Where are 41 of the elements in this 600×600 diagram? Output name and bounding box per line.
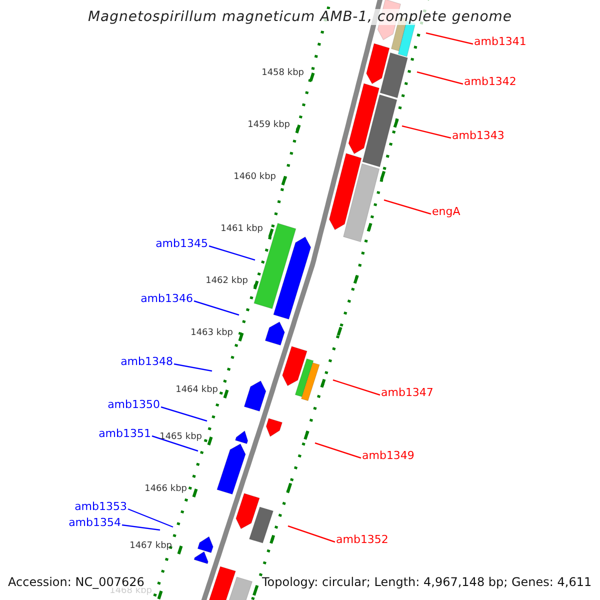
gene-label: amb1354 bbox=[68, 517, 121, 528]
scale-label: 1462 kbp bbox=[206, 276, 248, 286]
leader-line bbox=[402, 125, 452, 139]
scale-label: 1464 kbp bbox=[176, 386, 218, 394]
gene-label: engA bbox=[432, 206, 460, 217]
gene-label: amb1343 bbox=[452, 130, 504, 141]
gene-label: amb1341 bbox=[474, 36, 526, 47]
leader-line bbox=[314, 442, 362, 459]
leader-line bbox=[384, 199, 432, 215]
gene-label: amb1346 bbox=[140, 293, 193, 304]
gene-label: amb1351 bbox=[98, 428, 151, 439]
leader-line bbox=[208, 245, 256, 261]
leader-line bbox=[174, 363, 212, 372]
gene-label: amb1345 bbox=[156, 238, 208, 249]
info-text: Topology: circular; Length: 4,967,148 bp; Genes: 4,611 bbox=[262, 576, 592, 588]
leader-line bbox=[152, 435, 198, 452]
gene-label: amb1349 bbox=[362, 450, 414, 461]
scale-label: 1459 kbp bbox=[248, 120, 290, 130]
gene-label: amb1342 bbox=[464, 76, 516, 87]
scale-label: 1467 kbp bbox=[130, 542, 172, 550]
scale-label: 1465 kbp bbox=[160, 432, 202, 442]
gene-label: amb1348 bbox=[120, 356, 173, 367]
leader-line bbox=[416, 71, 464, 85]
gene-label: amb1347 bbox=[381, 387, 434, 398]
leader-line bbox=[332, 379, 380, 396]
info-text: Accession: NC_007626 bbox=[8, 576, 144, 588]
leader-line bbox=[288, 525, 336, 543]
leader-line bbox=[122, 524, 160, 531]
scale-label: 1460 kbp bbox=[234, 172, 276, 182]
scale-label: 1458 kbp bbox=[262, 68, 304, 78]
title: Magnetospirillum magneticum AMB-1, complete genome bbox=[88, 9, 512, 25]
leader-line bbox=[426, 32, 474, 45]
scale-label: 1461 kbp bbox=[220, 224, 263, 234]
scale-label: 1463 kbp bbox=[190, 328, 233, 338]
gene-label: amb1353 bbox=[74, 501, 127, 512]
gene-label: amb1350 bbox=[108, 399, 160, 410]
scale-label: 1466 kbp bbox=[144, 484, 187, 494]
leader-line bbox=[160, 406, 208, 422]
leader-line bbox=[128, 508, 174, 528]
gene-label: amb1352 bbox=[336, 534, 388, 545]
leader-line bbox=[194, 300, 240, 316]
